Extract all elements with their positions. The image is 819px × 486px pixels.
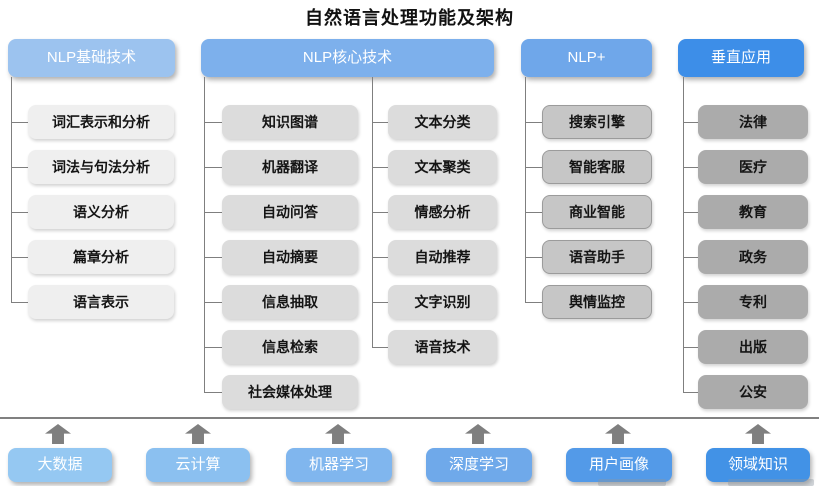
header-vertical-apps: 垂直应用 bbox=[678, 39, 804, 77]
node-public-opinion-monitoring: 舆情监控 bbox=[542, 285, 652, 319]
connector-line bbox=[372, 167, 388, 168]
connector-line bbox=[11, 167, 28, 168]
connector-line bbox=[525, 167, 542, 168]
foundation-user-profile: 用户画像 bbox=[566, 448, 672, 482]
node-search-engine: 搜索引擎 bbox=[542, 105, 652, 139]
node-knowledge-graph: 知识图谱 bbox=[222, 105, 358, 139]
node-publishing: 出版 bbox=[698, 330, 808, 364]
node-text-clustering: 文本聚类 bbox=[388, 150, 497, 184]
node-information-retrieval: 信息检索 bbox=[222, 330, 358, 364]
up-arrow-icon bbox=[745, 424, 771, 444]
connector-line bbox=[204, 212, 222, 213]
connector-line bbox=[683, 347, 698, 348]
watermark-fragment bbox=[728, 479, 814, 486]
node-auto-recommendation: 自动推荐 bbox=[388, 240, 497, 274]
connector-line bbox=[683, 167, 698, 168]
up-arrow-icon bbox=[465, 424, 491, 444]
up-arrow-icon bbox=[45, 424, 71, 444]
connector-line bbox=[525, 122, 542, 123]
connector-line bbox=[372, 122, 388, 123]
separator-line bbox=[0, 417, 819, 419]
node-voice-assistant: 语音助手 bbox=[542, 240, 652, 274]
header-nlp-basic: NLP基础技术 bbox=[8, 39, 175, 77]
node-question-answering: 自动问答 bbox=[222, 195, 358, 229]
node-lexical-representation: 词汇表示和分析 bbox=[28, 105, 174, 139]
connector-line bbox=[204, 347, 222, 348]
connector-line bbox=[204, 167, 222, 168]
node-medical: 医疗 bbox=[698, 150, 808, 184]
foundation-deep-learning: 深度学习 bbox=[426, 448, 532, 482]
up-arrow-icon bbox=[605, 424, 631, 444]
connector-line bbox=[683, 122, 698, 123]
node-discourse-analysis: 篇章分析 bbox=[28, 240, 174, 274]
node-information-extraction: 信息抽取 bbox=[222, 285, 358, 319]
connector-line bbox=[204, 257, 222, 258]
connector-line bbox=[372, 212, 388, 213]
connector-line bbox=[683, 302, 698, 303]
connector-line bbox=[11, 257, 28, 258]
header-nlp-core: NLP核心技术 bbox=[201, 39, 494, 77]
node-auto-summarization: 自动摘要 bbox=[222, 240, 358, 274]
connector-line bbox=[683, 392, 698, 393]
node-speech-technology: 语音技术 bbox=[388, 330, 497, 364]
node-public-security: 公安 bbox=[698, 375, 808, 409]
up-arrow-icon bbox=[185, 424, 211, 444]
node-legal: 法律 bbox=[698, 105, 808, 139]
connector-line bbox=[683, 77, 684, 392]
connector-line bbox=[11, 122, 28, 123]
foundation-machine-learning: 机器学习 bbox=[286, 448, 392, 482]
connector-line bbox=[525, 77, 526, 302]
node-patent: 专利 bbox=[698, 285, 808, 319]
connector-line bbox=[372, 257, 388, 258]
node-social-media-processing: 社会媒体处理 bbox=[222, 375, 358, 409]
node-text-classification: 文本分类 bbox=[388, 105, 497, 139]
node-government: 政务 bbox=[698, 240, 808, 274]
connector-line bbox=[11, 212, 28, 213]
node-machine-translation: 机器翻译 bbox=[222, 150, 358, 184]
foundation-big-data: 大数据 bbox=[8, 448, 112, 482]
connector-line bbox=[11, 302, 28, 303]
up-arrow-icon bbox=[325, 424, 351, 444]
node-ocr: 文字识别 bbox=[388, 285, 497, 319]
connector-line bbox=[525, 212, 542, 213]
connector-line bbox=[204, 77, 205, 392]
node-semantic-analysis: 语义分析 bbox=[28, 195, 174, 229]
connector-line bbox=[204, 392, 222, 393]
watermark-fragment bbox=[598, 479, 666, 486]
connector-line bbox=[525, 302, 542, 303]
connector-line bbox=[683, 212, 698, 213]
node-lexical-syntax-analysis: 词法与句法分析 bbox=[28, 150, 174, 184]
connector-line bbox=[372, 302, 388, 303]
node-sentiment-analysis: 情感分析 bbox=[388, 195, 497, 229]
node-language-representation: 语言表示 bbox=[28, 285, 174, 319]
node-education: 教育 bbox=[698, 195, 808, 229]
foundation-cloud-computing: 云计算 bbox=[146, 448, 250, 482]
node-intelligent-customer-service: 智能客服 bbox=[542, 150, 652, 184]
node-business-intelligence: 商业智能 bbox=[542, 195, 652, 229]
diagram-title: 自然语言处理功能及架构 bbox=[305, 8, 514, 28]
connector-line bbox=[11, 77, 12, 302]
connector-line bbox=[204, 302, 222, 303]
connector-line bbox=[372, 347, 388, 348]
connector-line bbox=[204, 122, 222, 123]
foundation-domain-knowledge: 领域知识 bbox=[706, 448, 810, 482]
connector-line bbox=[525, 257, 542, 258]
connector-line bbox=[683, 257, 698, 258]
header-nlp-plus: NLP+ bbox=[521, 39, 652, 77]
